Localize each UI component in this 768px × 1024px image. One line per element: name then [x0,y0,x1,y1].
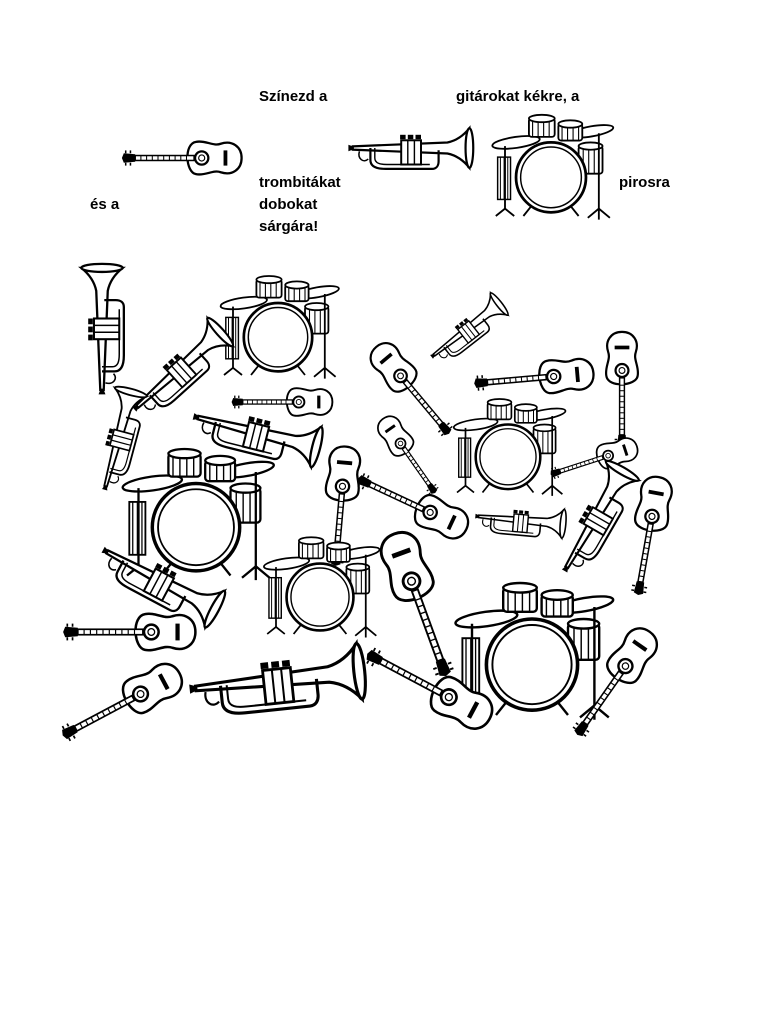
drum-kit-icon [218,274,342,380]
trumpet-icon [120,314,238,426]
trumpet-icon [185,641,370,720]
trumpet-icon [347,127,475,170]
guitar-icon [373,525,468,685]
guitar-icon [61,612,197,652]
guitar-icon [471,355,597,402]
instruction-text-pirosra: pirosra [619,174,670,191]
drum-kit-icon [451,397,568,498]
guitar-icon [604,330,640,449]
instruction-text-gitarokat: gitárokat kékre, a [456,88,580,105]
trumpet-icon [80,262,125,396]
instruction-text-dobokat: dobokat [259,196,318,213]
guitar-icon [52,655,190,753]
instruction-text-trombitakat: trombitákat [259,174,341,191]
trumpet-icon [473,500,568,540]
guitar-icon [372,410,447,502]
guitar-icon [120,140,243,176]
guitar-icon [349,462,475,546]
drum-kit-icon [490,113,616,222]
instruction-text-es-a: és a [90,196,120,213]
guitar-icon [230,387,334,417]
trumpet-icon [422,290,512,370]
drum-kit-icon [120,447,277,582]
drum-kit-icon [261,535,382,639]
instruction-text-szinezd: Színezd a [259,88,328,105]
guitar-icon [620,473,677,599]
guitar-icon [356,635,500,737]
instruction-text-sargara: sárgára! [259,218,319,235]
